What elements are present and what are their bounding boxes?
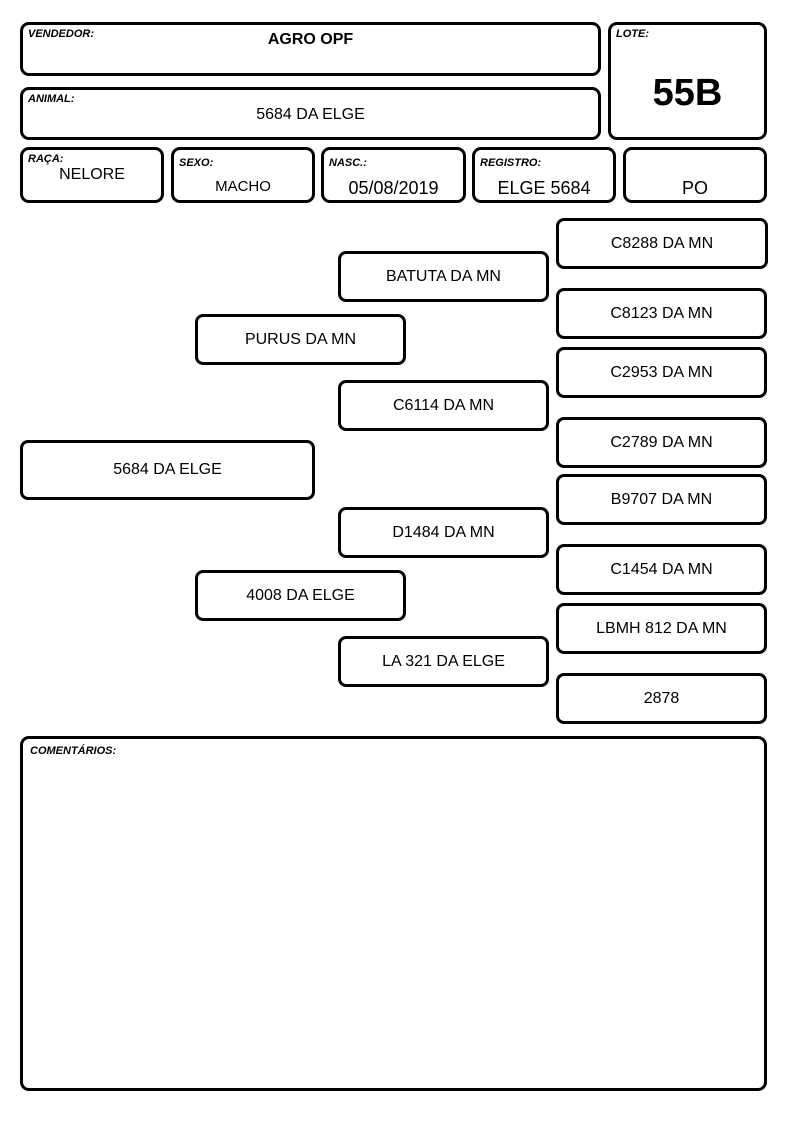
sexo-value: MACHO: [215, 178, 271, 195]
pedigree-sire: PURUS DA MN: [195, 314, 406, 365]
sexo-label: SEXO:: [179, 157, 214, 169]
sexo-box: SEXO: MACHO: [171, 147, 315, 203]
animal-label: ANIMAL:: [28, 93, 75, 105]
nasc-label: NASC.:: [329, 157, 367, 169]
vendedor-label: VENDEDOR:: [28, 28, 95, 40]
pedigree-ggp-3: C2953 DA MN: [556, 347, 767, 398]
raca-value: NELORE: [59, 166, 125, 183]
pedigree-animal: 5684 DA ELGE: [20, 440, 315, 500]
pedigree-ggp-4: C2789 DA MN: [556, 417, 767, 468]
pedigree-dam-sire: D1484 DA MN: [338, 507, 549, 558]
lote-value: 55B: [652, 72, 723, 114]
pedigree-dam-dam: LA 321 DA ELGE: [338, 636, 549, 687]
lote-box: LOTE: 55B: [608, 22, 767, 140]
lote-label: LOTE:: [616, 28, 649, 40]
registro-label: REGISTRO:: [480, 157, 542, 169]
vendedor-value: AGRO OPF: [267, 31, 354, 48]
pedigree-ggp-2: C8123 DA MN: [556, 288, 767, 339]
categoria-value: PO: [681, 178, 708, 198]
pedigree-dam: 4008 DA ELGE: [195, 570, 406, 621]
nasc-box: NASC.: 05/08/2019: [321, 147, 466, 203]
pedigree-ggp-6: C1454 DA MN: [556, 544, 767, 595]
registro-value: ELGE 5684: [497, 178, 591, 198]
nasc-value: 05/08/2019: [348, 178, 439, 198]
animal-value: 5684 DA ELGE: [256, 106, 365, 123]
pedigree-ggp-7: LBMH 812 DA MN: [556, 603, 767, 654]
categoria-box: PO: [623, 147, 767, 203]
pedigree-ggp-5: B9707 DA MN: [556, 474, 767, 525]
pedigree-ggp-1: C8288 DA MN: [556, 218, 768, 269]
raca-label: RAÇA:: [28, 153, 64, 165]
pedigree-sire-sire: BATUTA DA MN: [338, 251, 549, 302]
animal-box: ANIMAL: 5684 DA ELGE: [20, 87, 601, 140]
comments-text[interactable]: [31, 763, 756, 1080]
pedigree-ggp-8: 2878: [556, 673, 767, 724]
raca-box: RAÇA: NELORE: [20, 147, 164, 203]
vendedor-box: VENDEDOR: AGRO OPF: [20, 22, 601, 76]
comments-label: COMENTÁRIOS:: [30, 745, 117, 757]
registro-box: REGISTRO: ELGE 5684: [472, 147, 616, 203]
pedigree-sire-dam: C6114 DA MN: [338, 380, 549, 431]
comments-box[interactable]: COMENTÁRIOS:: [20, 736, 767, 1091]
